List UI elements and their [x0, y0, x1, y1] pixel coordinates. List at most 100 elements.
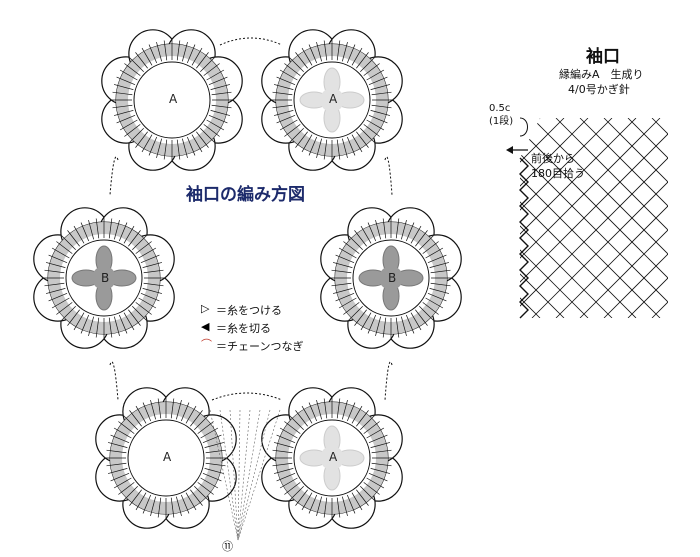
motif-stitch [116, 76, 136, 86]
motif-center [320, 88, 344, 112]
motif-stitch [200, 427, 219, 439]
chain-link [384, 361, 393, 401]
motif-stitch [351, 492, 363, 511]
motif-stitch [284, 421, 301, 434]
motif-stitch [419, 235, 434, 250]
motif-group [33, 29, 462, 529]
motif-stitch [180, 494, 190, 514]
motif-stitch [331, 269, 352, 274]
motif-stitch [356, 410, 369, 427]
chain-link [219, 37, 283, 46]
motif-stitch [272, 449, 293, 454]
motif-stitch [295, 489, 308, 506]
cuff-title: 袖口 [586, 47, 620, 67]
gauge-rows: (1段) [489, 116, 514, 127]
motif-stitch [332, 288, 353, 294]
motif-stitch [342, 138, 348, 159]
lattice-diag-up [520, 118, 589, 318]
motif-stitch [156, 41, 162, 62]
motif-stitch [203, 63, 220, 76]
motif-stitch [129, 410, 142, 427]
lattice-diag-down [555, 118, 668, 318]
motif-stitch [371, 104, 392, 109]
motif-stitch [186, 44, 196, 64]
motif-stitch [191, 134, 203, 153]
motif-stitch [335, 254, 355, 264]
motif-stitch [61, 235, 76, 250]
motif-stitch [301, 47, 313, 66]
motif-stitch [360, 415, 375, 430]
motif-stitch [430, 282, 451, 287]
motif-stitch [342, 399, 348, 420]
motif-stitch [119, 69, 138, 81]
lattice-diag-up [520, 118, 668, 318]
lattice-diag-up [555, 118, 668, 318]
lattice-edge [519, 157, 529, 319]
motif-stitch [67, 309, 80, 326]
motif-stitch [338, 247, 357, 259]
motif-stitch [323, 497, 328, 518]
motif-stitch [170, 398, 175, 419]
motif-stitch [332, 262, 353, 268]
motif-stitch [335, 292, 355, 302]
motif-stitch [157, 398, 162, 419]
motif-6 [261, 387, 403, 529]
lattice-diag-up [676, 118, 700, 318]
gauge-value: 0.5c [489, 103, 511, 114]
motif-stitch [346, 136, 356, 156]
motif-stitch [342, 496, 348, 517]
motif-stitch [204, 442, 225, 448]
motif-stitch [273, 468, 294, 474]
motif-stitch [200, 128, 215, 143]
chain-connectors [109, 37, 393, 541]
motif-stitch [113, 427, 132, 439]
pickup-line-2: 180目拾う [531, 167, 585, 180]
motif-stitch [336, 139, 341, 160]
chain-link [109, 361, 119, 401]
motif-stitch [113, 84, 134, 90]
motif-stitch [308, 44, 318, 64]
motif-stitch [197, 421, 214, 434]
lattice-diag-down [520, 118, 668, 318]
legend-symbol-attach: ▷ [201, 302, 210, 315]
motif-stitch [356, 489, 369, 506]
motif-stitch [206, 69, 225, 81]
motif-stitch [142, 262, 163, 268]
motif-stitch [284, 482, 301, 495]
lattice-diag-up [579, 118, 668, 318]
motif-stitch [61, 306, 76, 321]
motif-stitch [44, 282, 65, 287]
motif-stitch [110, 472, 130, 482]
lattice-diag-down [520, 118, 613, 318]
motif-stitch [44, 269, 65, 274]
motif-stitch [186, 136, 196, 156]
motif-stitch [301, 134, 313, 153]
row-marker: ⑪ [222, 540, 233, 553]
motif-stitch [135, 241, 152, 254]
motif-stitch [410, 312, 422, 331]
motif-stitch [342, 41, 348, 62]
legend-symbol-chain: ⌒ [201, 338, 212, 351]
motif-stitch [410, 225, 422, 244]
motif-stitch [135, 492, 147, 511]
motif-stitch [142, 288, 163, 294]
motif-stitch [323, 139, 328, 160]
motif-stitch [56, 302, 73, 315]
motif-stitch [48, 254, 68, 264]
row-fan-line [237, 409, 261, 541]
motif-stitch [363, 482, 380, 495]
motif-stitch [170, 497, 175, 518]
motif-stitch [429, 288, 450, 294]
motif-stitch [346, 494, 356, 514]
motif-center [92, 266, 116, 290]
motif-stitch [150, 399, 156, 420]
lattice-diag-down [531, 118, 668, 318]
motif-stitch [108, 218, 113, 239]
pickup-line-1: 前後から [531, 152, 575, 165]
cuff-pickup-note: 前後から 180目拾う [531, 151, 585, 181]
lattice-diag-down [651, 118, 668, 318]
motif-stitch [51, 247, 70, 259]
motif-stitch [360, 225, 372, 244]
motif-stitch [135, 405, 147, 424]
motif-stitch [163, 139, 168, 160]
